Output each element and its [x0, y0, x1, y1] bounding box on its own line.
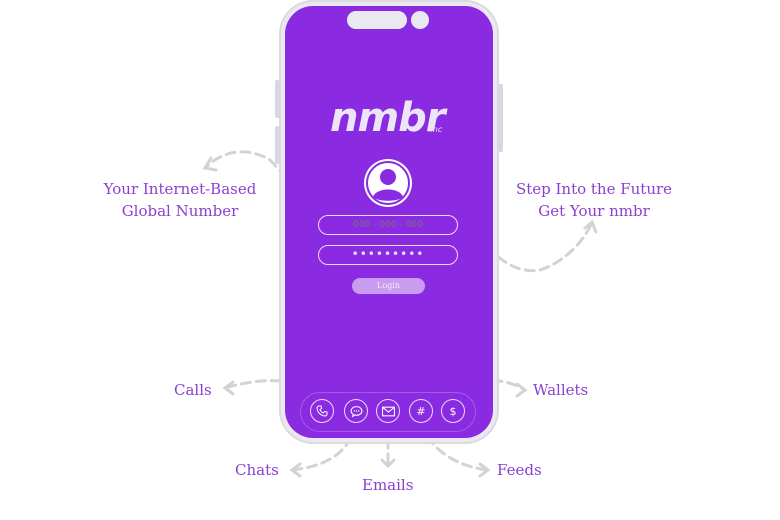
callout-future: Step Into the Future Get Your nmbr — [512, 178, 676, 222]
avatar — [364, 159, 412, 207]
volume-button — [275, 126, 280, 164]
mail-icon-glyph — [381, 406, 395, 416]
chat-icon-glyph — [350, 405, 362, 418]
phone-icon-glyph — [316, 405, 328, 417]
callout-chats: Chats — [235, 461, 279, 479]
dollar-icon[interactable]: $ — [441, 399, 465, 423]
nmbr-logo: nmbr — [330, 95, 446, 141]
callout-emails: Emails — [362, 476, 414, 494]
chat-icon[interactable] — [344, 399, 368, 423]
callout-wallets: Wallets — [533, 381, 589, 399]
dynamic-island — [347, 11, 407, 29]
callout-calls: Calls — [174, 381, 212, 399]
callout-internet-number: Your Internet-Based Global Number — [100, 178, 260, 222]
phone-number-input[interactable] — [318, 215, 458, 235]
password-field[interactable]: ••••••••• — [318, 245, 458, 265]
phone-icon[interactable] — [310, 399, 334, 423]
callout-line: Step Into the Future — [515, 180, 673, 198]
volume-button — [275, 80, 280, 118]
bottom-dock — [300, 392, 476, 432]
power-button — [498, 84, 503, 152]
callout-line: Get Your nmbr — [538, 202, 650, 220]
login-button[interactable]: Login — [352, 278, 425, 294]
hashtag-icon[interactable]: # — [409, 399, 433, 423]
callout-line: Global Number — [121, 202, 239, 220]
user-icon — [366, 161, 410, 205]
callout-feeds: Feeds — [497, 461, 542, 479]
camera-dot — [411, 11, 429, 29]
mail-icon[interactable] — [376, 399, 400, 423]
nmbr-logo-suffix: .inc — [428, 125, 443, 134]
callout-line: Your Internet-Based — [103, 180, 257, 198]
